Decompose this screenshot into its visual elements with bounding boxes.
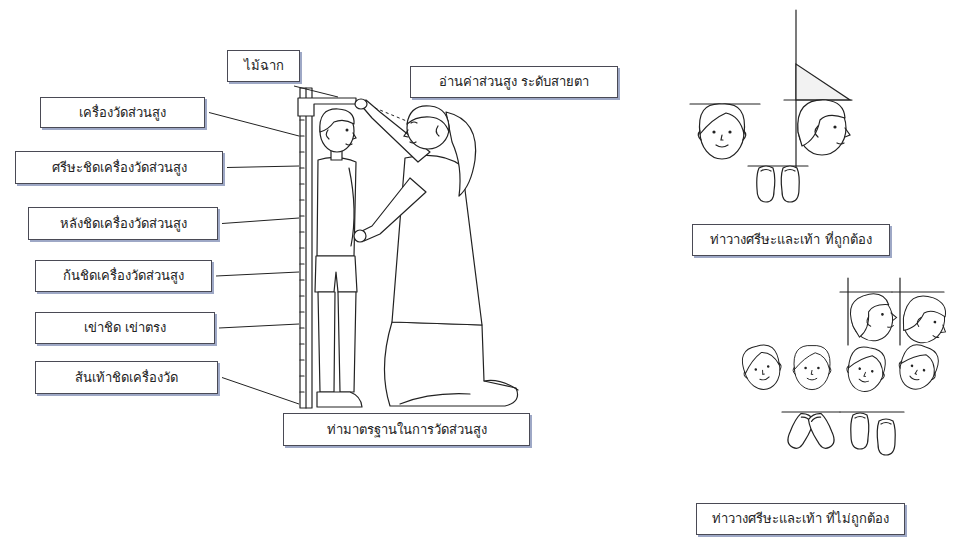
leader-line [216,272,299,276]
label-box: ศรีษะชิดเครื่องวัดส่วนสูง [15,151,223,184]
label-box: ส้นเท้าชิดเครื่องวัด [35,361,218,394]
height-meter [300,88,312,408]
label-box: ท่ามาตรฐานในการวัดส่วนสูง [283,413,530,446]
child-figure [315,109,362,407]
correct-positions [690,10,852,202]
label-box: ไม้ฉาก [227,50,300,82]
label-box: เข่าชิด เข่าตรง [35,312,215,344]
label-box: ก้นชิดเครื่องวัดส่วนสูง [35,260,212,292]
label-text: ก้นชิดเครื่องวัดส่วนสูง [63,267,184,285]
label-text: เครื่องวัดส่วนสูง [79,104,166,122]
label-text: ส้นเท้าชิดเครื่องวัด [75,369,178,387]
label-text: อ่านค่าส่วนสูง ระดับสายตา [439,73,589,91]
measurer-figure [354,99,518,406]
label-text: ศรีษะชิดเครื่องวัดส่วนสูง [52,159,187,177]
label-text: เข่าชิด เข่าตรง [84,319,166,337]
incorrect-positions [738,278,953,455]
label-box: เครื่องวัดส่วนสูง [40,97,205,128]
label-text: ท่าวางศรีษะและเท้า ที่ถูกต้อง [710,231,871,249]
label-box: อ่านค่าส่วนสูง ระดับสายตา [410,66,618,98]
leader-line [222,378,299,405]
label-text: ท่าวางศรีษะและเท้า ที่ไม่ถูกต้อง [712,510,889,528]
leader-line [227,166,299,168]
leader-line [219,324,299,328]
leader-line [222,218,299,224]
label-box: หลังชิดเครื่องวัดส่วนสูง [28,207,218,240]
leader-line [209,113,299,137]
label-text: ท่ามาตรฐานในการวัดส่วนสูง [327,421,487,439]
label-box: ท่าวางศรีษะและเท้า ที่ไม่ถูกต้อง [696,503,905,535]
label-text: ไม้ฉาก [244,57,284,75]
label-text: หลังชิดเครื่องวัดส่วนสูง [60,215,187,233]
leader-line [294,86,338,97]
label-box: ท่าวางศรีษะและเท้า ที่ถูกต้อง [692,224,890,256]
